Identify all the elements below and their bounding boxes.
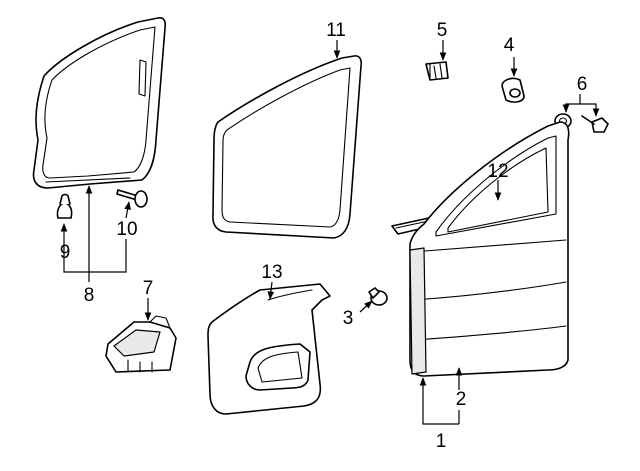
part-7-bracket [105, 315, 177, 373]
leader-lines [60, 40, 600, 425]
callout-4: 4 [504, 35, 515, 56]
callout-9: 9 [60, 242, 71, 263]
part-5-clip [425, 61, 449, 81]
callout-labels: 1 2 3 4 5 6 7 8 9 10 11 12 13 [60, 20, 588, 452]
part-3-clip [368, 287, 388, 306]
callout-5: 5 [437, 20, 448, 41]
part-11-door-weatherstrip [212, 55, 363, 239]
part-8-door-opening-weatherstrip [32, 17, 167, 189]
part-1-door-shell [409, 121, 570, 377]
callout-13: 13 [261, 262, 282, 283]
part-4-cap [501, 77, 525, 103]
callout-8: 8 [84, 285, 95, 306]
callout-12: 12 [487, 161, 508, 182]
callout-2: 2 [456, 389, 467, 410]
callout-1: 1 [436, 431, 447, 452]
callout-10: 10 [116, 219, 137, 240]
callout-7: 7 [143, 278, 154, 299]
callout-11: 11 [326, 20, 346, 41]
part-13-door-trim-panel [207, 283, 331, 415]
part-9-clip [56, 193, 73, 219]
callout-6: 6 [577, 74, 588, 95]
callout-3: 3 [343, 308, 354, 329]
part-10-pin [116, 189, 148, 208]
